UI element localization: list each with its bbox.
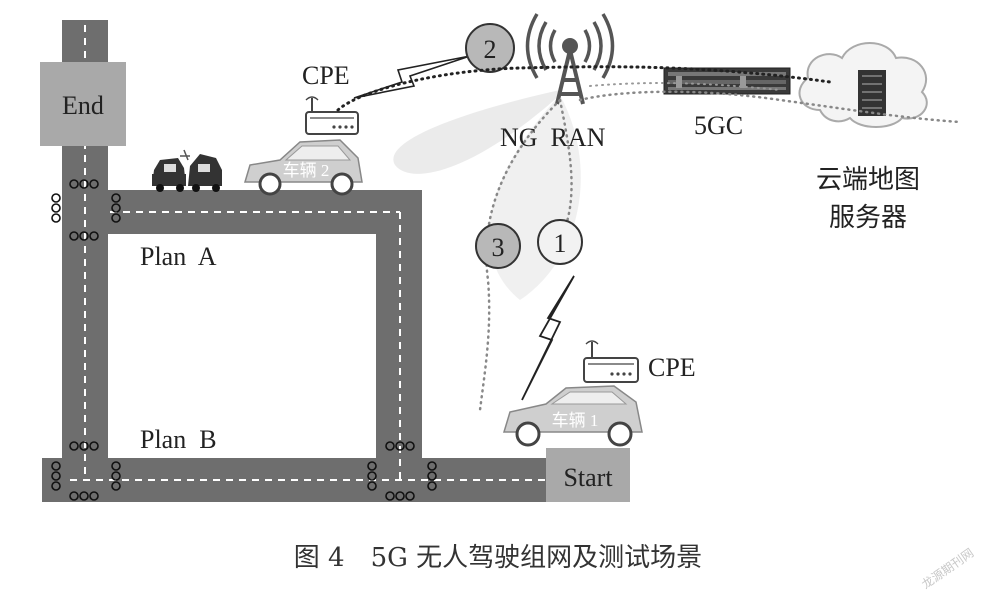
- cloud-icon: [798, 42, 928, 128]
- cpe-top-label: CPE: [302, 61, 350, 90]
- cpe-bottom-label: CPE: [648, 353, 696, 382]
- step-3-badge: 3: [475, 223, 521, 269]
- traffic-light-icon: [69, 179, 99, 189]
- start-label: Start: [563, 463, 613, 492]
- vehicle-1-label: 车辆 1: [552, 411, 599, 430]
- path-cloud-return: [589, 82, 781, 91]
- traffic-light-icon: [427, 461, 437, 491]
- plan-a-label: Plan A: [140, 242, 217, 271]
- ng-ran-label: NG RAN: [500, 123, 606, 152]
- crashed-cars-icon: [152, 149, 222, 192]
- step-2-badge: 2: [465, 23, 515, 73]
- traffic-light-icon: [111, 193, 121, 223]
- cloud-server-label-line2: 服务器: [829, 203, 907, 233]
- traffic-light-icon: [367, 461, 377, 491]
- svg-text:2: 2: [484, 35, 497, 64]
- path-3-light: [478, 98, 562, 412]
- traffic-lights: [51, 179, 437, 501]
- lightning-bolt-icon: [353, 55, 471, 99]
- traffic-light-icon: [69, 491, 99, 501]
- end-label: End: [62, 91, 104, 120]
- path-2-light: [578, 90, 962, 124]
- lightning-bolt-icon: [521, 275, 575, 401]
- radio-beam: [393, 90, 560, 174]
- watermark: 龙源期刊网: [919, 546, 976, 592]
- traffic-light-icon: [111, 461, 121, 491]
- svg-text:1: 1: [554, 229, 567, 258]
- figure-caption: 图 4 5G 无人驾驶组网及测试场景: [294, 543, 702, 573]
- cpe-router-icon: [583, 340, 639, 383]
- cloud-server-label-line1: 云端地图: [816, 165, 920, 195]
- traffic-light-icon: [69, 441, 99, 451]
- traffic-light-icon: [385, 491, 415, 501]
- path-2-dark: [336, 65, 832, 112]
- svg-text:3: 3: [492, 233, 505, 262]
- vehicle-2: 车辆 2: [243, 139, 363, 196]
- plan-b-label: Plan B: [140, 425, 217, 454]
- end-box: [40, 62, 126, 146]
- start-box: [546, 448, 630, 502]
- core-label: 5GC: [694, 111, 743, 140]
- vehicle-1: 车辆 1: [502, 385, 643, 447]
- vehicle-2-label: 车辆 2: [283, 161, 330, 180]
- ng-ran-tower-icon: [525, 13, 615, 105]
- traffic-light-icon: [51, 461, 61, 491]
- traffic-light-icon: [385, 441, 415, 451]
- cpe-router-icon: [305, 96, 359, 135]
- traffic-light-icon: [51, 193, 61, 223]
- traffic-light-icon: [69, 231, 99, 241]
- step-1-badge: 1: [537, 219, 583, 265]
